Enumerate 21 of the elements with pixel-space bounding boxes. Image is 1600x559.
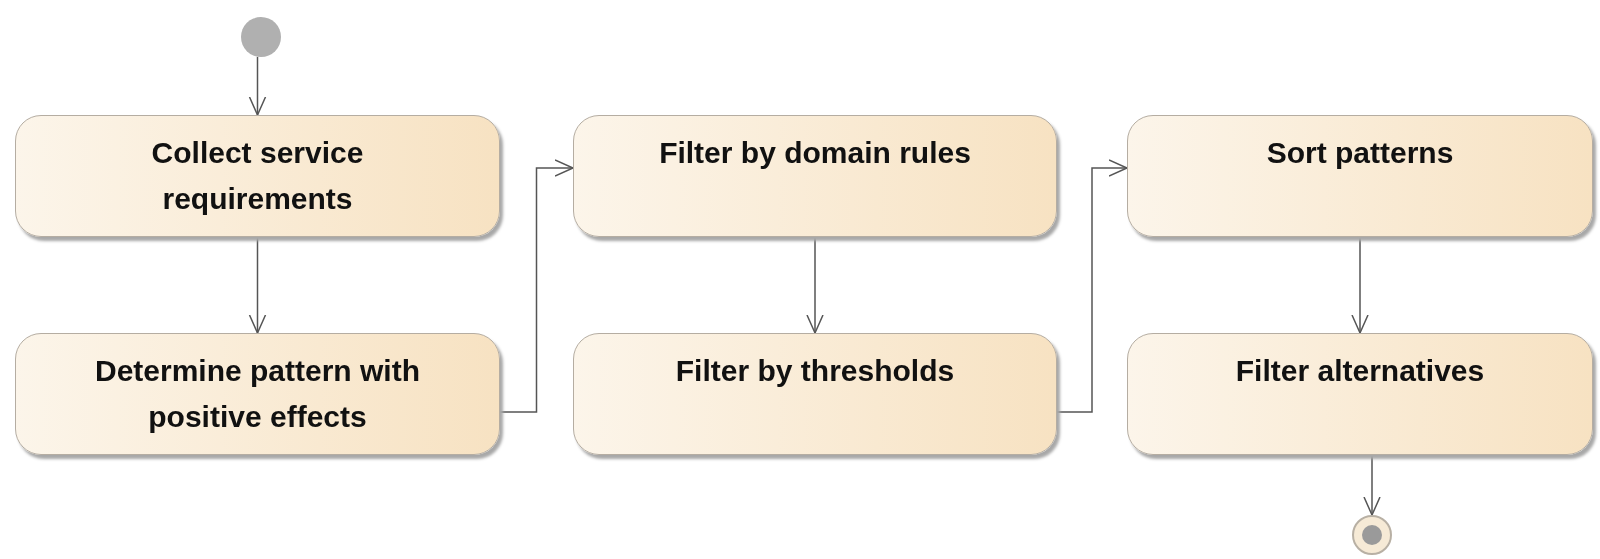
action-box xyxy=(15,333,500,455)
initial-node xyxy=(241,17,281,57)
action-label: Sort patterns xyxy=(1266,135,1454,171)
action-label: Collect service requirements xyxy=(150,135,365,217)
action-box xyxy=(1127,115,1593,237)
arrow xyxy=(1363,454,1381,516)
action-label: Filter alternatives xyxy=(1235,353,1485,389)
arrow xyxy=(1351,236,1369,334)
action-box xyxy=(1127,333,1593,455)
action-label: Filter by domain rules xyxy=(659,135,971,171)
arrow xyxy=(1056,159,1128,413)
arrow xyxy=(806,236,824,334)
arrow xyxy=(248,236,267,334)
action-label: Determine pattern with positive effects xyxy=(93,353,422,435)
action-box xyxy=(15,115,500,237)
arrow xyxy=(248,56,267,116)
arrow xyxy=(499,159,574,413)
action-box xyxy=(573,333,1057,455)
action-label: Filter by thresholds xyxy=(675,353,955,389)
action-box xyxy=(573,115,1057,237)
final-node xyxy=(1352,515,1392,555)
